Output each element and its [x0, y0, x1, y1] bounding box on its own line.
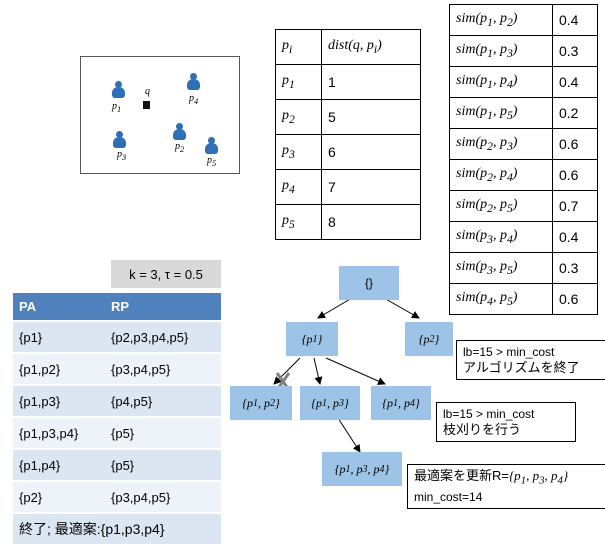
table-row: {p1,p3}{p4,p5} [13, 385, 221, 418]
sim-pair: sim(p1, p3) [449, 35, 553, 67]
map-box: p1 q p4 p3 p2 p5 [80, 56, 240, 174]
sim-pair: sim(p2, p5) [449, 190, 553, 222]
sim-value: 0.4 [552, 221, 598, 253]
table-row: {p1,p4}{p5} [13, 449, 221, 482]
sim-pair: sim(p3, p4) [449, 221, 553, 253]
note-update-line2: min_cost=14 [414, 489, 483, 504]
sim-value: 0.4 [552, 66, 598, 98]
sim-pair: sim(p1, p4) [449, 66, 553, 98]
distance-point: p5 [275, 204, 322, 240]
distance-value: 7 [321, 169, 421, 205]
query-point [143, 101, 150, 109]
edge-p1-p1p4 [325, 357, 386, 385]
rp-cell: {p4,p5} [105, 385, 221, 418]
sim-value: 0.6 [552, 283, 598, 315]
edge-p1-p1p2 [273, 357, 301, 385]
final-row: 終了; 最適案:{p1,p3,p4} [13, 513, 221, 546]
edge-root-p2 [383, 297, 420, 319]
pa-cell: {p1,p4} [13, 449, 105, 482]
distance-value: 1 [321, 64, 421, 100]
rp-cell: {p3,p4,p5} [105, 353, 221, 386]
parameter-label: k = 3, τ = 0.5 [111, 260, 221, 288]
pa-cell: {p1} [13, 321, 105, 354]
table-row: sim(p4, p5)0.6 [449, 283, 598, 315]
edge-p1p3-p1p3p4 [337, 417, 361, 453]
person-icon-p5 [205, 137, 218, 155]
note-terminate-line2: アルゴリズムを終了 [463, 360, 580, 375]
note-prune: lb=15 > min_cost 枝刈りを行う [436, 402, 576, 442]
sim-pair: sim(p2, p3) [449, 128, 553, 160]
distance-point: p4 [275, 169, 322, 205]
table-row: {p1,p2}{p3,p4,p5} [13, 353, 221, 386]
note-prune-line2: 枝刈りを行う [443, 422, 522, 437]
distance-value: 6 [321, 134, 421, 170]
label-p3: p3 [117, 149, 127, 162]
note-prune-line1: lb=15 > min_cost [443, 407, 535, 421]
pa-cell: {p1,p3,p4} [13, 417, 105, 450]
edge-p1-p1p3 [313, 357, 323, 385]
note-update-line1: 最適案を更新R={p1, p3, p4} [414, 468, 569, 487]
pa-cell: {p1,p3} [13, 385, 105, 418]
table-row: {p1}{p2,p3,p4,p5} [13, 321, 221, 354]
table-row: sim(p2, p3)0.6 [449, 128, 598, 160]
distance-point: p3 [275, 134, 322, 170]
sim-pair: sim(p1, p5) [449, 97, 553, 129]
sim-value: 0.4 [552, 4, 598, 36]
label-p4: p4 [189, 93, 199, 106]
final-result: 終了; 最適案:{p1,p3,p4} [13, 513, 221, 546]
edge-root-p1 [317, 297, 353, 319]
distance-value: 8 [321, 204, 421, 240]
person-icon-p2 [173, 123, 186, 141]
note-terminate: lb=15 > min_cost アルゴリズムを終了 [456, 340, 605, 380]
table-row: sim(p1, p4)0.4 [449, 66, 598, 98]
table-row: sim(p1, p3)0.3 [449, 35, 598, 67]
rp-cell: {p5} [105, 417, 221, 450]
table-row: {p1,p3,p4}{p5} [13, 417, 221, 450]
distance-point: p1 [275, 64, 322, 100]
table-row: sim(p1, p5)0.2 [449, 97, 598, 129]
sim-value: 0.6 [552, 128, 598, 160]
header-rp: RP [105, 293, 221, 322]
note-update: 最適案を更新R={p1, p3, p4} min_cost=14 [407, 464, 605, 509]
similarity-table: sim(p1, p2)0.4 sim(p1, p3)0.3 sim(p1, p4… [449, 4, 598, 315]
table-row: sim(p3, p4)0.4 [449, 221, 598, 253]
person-icon-p3 [113, 131, 126, 149]
label-p5: p5 [207, 155, 217, 168]
rp-cell: {p5} [105, 449, 221, 482]
person-icon-p4 [187, 73, 200, 91]
person-icon-p1 [112, 81, 125, 99]
pa-rp-header: PA RP [13, 293, 221, 322]
sim-value: 0.3 [552, 252, 598, 284]
sim-value: 0.2 [552, 97, 598, 129]
sim-value: 0.3 [552, 35, 598, 67]
rp-cell: {p2,p3,p4,p5} [105, 321, 221, 354]
note-terminate-line1: lb=15 > min_cost [463, 345, 555, 359]
label-q: q [145, 86, 150, 97]
pa-cell: {p1,p2} [13, 353, 105, 386]
header-pa: PA [13, 293, 105, 322]
table-row: sim(p2, p4)0.6 [449, 159, 598, 191]
sim-pair: sim(p4, p5) [449, 283, 553, 315]
tree-node-root: {} [339, 266, 399, 300]
label-p2: p2 [175, 141, 185, 154]
label-p1: p1 [112, 101, 122, 114]
